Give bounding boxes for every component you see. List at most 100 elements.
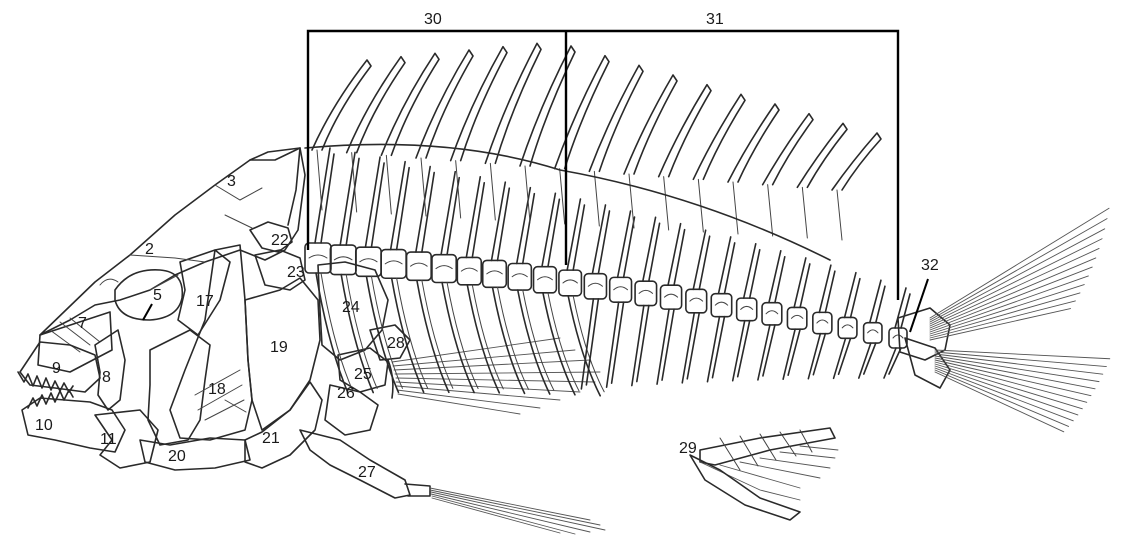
label-27: 27 bbox=[358, 464, 376, 481]
rib bbox=[568, 296, 600, 396]
vertebra bbox=[508, 263, 531, 290]
vertebra-centrum-line bbox=[487, 271, 503, 274]
neural-spine bbox=[441, 172, 459, 255]
vertebra-centrum-line bbox=[334, 257, 352, 260]
caudal-ray-lower bbox=[935, 360, 1091, 396]
dorsal-spine bbox=[797, 123, 847, 187]
caudal-ray-lower bbox=[935, 364, 1082, 409]
neural-spine bbox=[870, 280, 885, 322]
label-25: 25 bbox=[354, 366, 372, 383]
vertebra bbox=[635, 281, 656, 305]
haemal-spine bbox=[859, 343, 876, 378]
label-30: 30 bbox=[424, 11, 442, 28]
caudal-fin bbox=[898, 208, 1110, 432]
pterygiophore bbox=[490, 163, 495, 220]
vertebra-centrum-line bbox=[614, 287, 628, 290]
neural-spine bbox=[567, 199, 584, 270]
skull bbox=[18, 148, 322, 470]
label-23: 23 bbox=[287, 264, 305, 281]
neural-spine bbox=[718, 237, 734, 294]
neural-spine bbox=[517, 188, 535, 264]
pterygiophore bbox=[802, 187, 807, 238]
haemal-spine bbox=[733, 321, 750, 381]
caudal-ray-upper bbox=[930, 208, 1109, 318]
vertebra-centrum-line bbox=[766, 311, 778, 314]
neural-spine bbox=[618, 211, 635, 277]
dorsal-spine bbox=[832, 133, 881, 190]
dorsal-spine bbox=[451, 47, 507, 161]
vertebra-centrum-line bbox=[817, 320, 828, 323]
leader-32 bbox=[910, 279, 928, 332]
haemal-spine bbox=[783, 329, 800, 379]
pterygiophore bbox=[768, 185, 773, 236]
vertebra-centrum-line bbox=[538, 277, 553, 280]
label-24: 24 bbox=[342, 299, 360, 316]
neural-spine bbox=[794, 258, 810, 308]
vertebra-centrum-line bbox=[893, 335, 903, 338]
vertebra bbox=[559, 270, 582, 296]
haemal-spine bbox=[581, 299, 598, 389]
vertebra-centrum-line bbox=[791, 315, 802, 318]
vertebra-centrum-line bbox=[690, 298, 703, 301]
label-21: 21 bbox=[262, 430, 280, 447]
vertebra bbox=[610, 277, 632, 302]
vertebra bbox=[711, 294, 731, 317]
vertebra bbox=[787, 307, 806, 329]
pterygiophore bbox=[317, 150, 322, 210]
caudal-ray-upper bbox=[930, 267, 1092, 330]
vertebra-centrum-line bbox=[842, 325, 853, 328]
label-7: 7 bbox=[78, 315, 87, 332]
dorsal-spine bbox=[347, 57, 405, 153]
leader-5 bbox=[143, 304, 152, 320]
pterygiophore bbox=[664, 177, 669, 230]
rib-edge bbox=[548, 293, 579, 391]
neural-spine bbox=[592, 205, 609, 274]
label-18: 18 bbox=[208, 381, 226, 398]
pterygiophore bbox=[560, 169, 565, 224]
vertebra-centrum-line bbox=[715, 302, 727, 305]
haemal-spine bbox=[682, 313, 699, 383]
vertebra bbox=[813, 312, 832, 333]
vertebra-centrum-line bbox=[868, 330, 878, 333]
dorsal-fin bbox=[305, 43, 881, 260]
label-5: 5 bbox=[153, 287, 162, 304]
rib-edge bbox=[447, 282, 478, 388]
pterygiophore bbox=[456, 161, 461, 218]
neural-spine bbox=[365, 157, 384, 247]
rib-edge bbox=[321, 273, 352, 389]
haemal-spine bbox=[657, 309, 674, 384]
dorsal-spine bbox=[589, 65, 643, 171]
vertebra bbox=[660, 285, 681, 309]
dorsal-spine bbox=[312, 60, 371, 150]
dorsal-spine bbox=[555, 56, 609, 169]
pectoral-fin bbox=[388, 338, 600, 414]
caudal-ray-lower bbox=[935, 366, 1078, 415]
vertebra-centrum-line bbox=[411, 263, 428, 266]
label-26: 26 bbox=[337, 385, 355, 402]
caudal-ray-lower bbox=[935, 358, 1095, 389]
dorsal-spine bbox=[416, 50, 473, 158]
vertebra-centrum-line bbox=[664, 294, 677, 297]
vertebra bbox=[534, 267, 557, 293]
label-19: 19 bbox=[270, 339, 288, 356]
vertebra-centrum-line bbox=[588, 283, 602, 286]
pterygiophore bbox=[386, 155, 391, 214]
label-20: 20 bbox=[168, 448, 186, 465]
label-28: 28 bbox=[387, 335, 405, 352]
label-9: 9 bbox=[52, 360, 61, 377]
neural-spine bbox=[744, 244, 760, 298]
caudal-ray-upper bbox=[930, 229, 1105, 322]
pterygiophore bbox=[837, 190, 842, 240]
caudal-ray-lower bbox=[935, 372, 1064, 432]
rib-edge bbox=[397, 278, 428, 388]
label-3: 3 bbox=[227, 173, 236, 190]
rib-edge bbox=[422, 280, 453, 388]
neural-spine bbox=[668, 224, 685, 286]
caudal-ray-upper bbox=[930, 219, 1107, 320]
label-17: 17 bbox=[196, 293, 214, 310]
haemal-spine bbox=[758, 325, 775, 380]
dorsal-spine bbox=[381, 53, 439, 155]
label-32: 32 bbox=[921, 257, 939, 274]
neural-spine bbox=[643, 217, 660, 281]
